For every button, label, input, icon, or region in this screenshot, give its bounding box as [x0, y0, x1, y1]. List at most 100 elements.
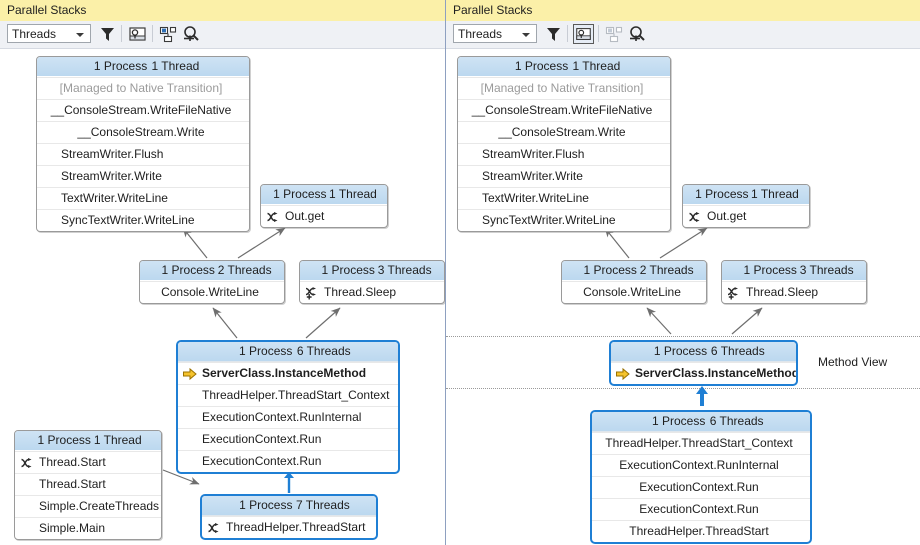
- stack-frame-row[interactable]: ThreadHelper.ThreadStart: [592, 520, 810, 542]
- process-count: 1 Process: [37, 433, 91, 447]
- stack-frame-row[interactable]: [Managed to Native Transition]: [458, 77, 670, 99]
- stack-frame-row[interactable]: Simple.CreateThreads: [15, 495, 161, 517]
- stack-frame-row[interactable]: ExecutionContext.Run: [178, 450, 398, 472]
- stack-frame-row[interactable]: StreamWriter.Write: [37, 165, 249, 187]
- stack-frame-label: [Managed to Native Transition]: [59, 81, 223, 95]
- auto-scroll-icon[interactable]: [181, 24, 202, 44]
- stack-frame-label: SyncTextWriter.WriteLine: [482, 213, 616, 227]
- stack-frame-row[interactable]: ServerClass.InstanceMethod: [178, 362, 398, 384]
- stack-frame-row[interactable]: Console.WriteLine: [140, 281, 284, 303]
- thread-count: 1 Thread: [151, 59, 200, 73]
- stack-frame-label: Out.get: [707, 209, 747, 223]
- thread-count: 1 Thread: [572, 59, 621, 73]
- stack-frame-label: StreamWriter.Flush: [482, 147, 585, 161]
- view-mode-combo[interactable]: Threads: [453, 24, 537, 43]
- stack-frame-label: __ConsoleStream.WriteFileNative: [471, 103, 653, 117]
- stack-frame-row[interactable]: StreamWriter.Flush: [458, 143, 670, 165]
- stack-frame-row[interactable]: TextWriter.WriteLine: [37, 187, 249, 209]
- stack-frame-row[interactable]: __ConsoleStream.WriteFileNative: [458, 99, 670, 121]
- stack-frame-label: StreamWriter.Write: [482, 169, 583, 183]
- toggle-method-view-icon[interactable]: [158, 24, 179, 44]
- stack-frame-label: ThreadHelper.ThreadStart_Context: [202, 388, 390, 402]
- stack-frame-row[interactable]: [Managed to Native Transition]: [37, 77, 249, 99]
- filter-icon[interactable]: [543, 24, 564, 44]
- stack-frame-label: ThreadHelper.ThreadStart: [629, 524, 769, 538]
- stack-frame-row[interactable]: Out.get: [261, 205, 387, 227]
- stack-frame-row[interactable]: ServerClass.InstanceMethod: [611, 362, 796, 384]
- stack-frame-row[interactable]: __ConsoleStream.Write: [37, 121, 249, 143]
- toggle-method-view-icon[interactable]: [604, 24, 625, 44]
- thread-count: 1 Thread: [751, 187, 799, 201]
- stack-frame-row[interactable]: ExecutionContext.Run: [592, 498, 810, 520]
- stack-frame-row[interactable]: Console.WriteLine: [562, 281, 706, 303]
- thread-count: 7 Threads: [295, 498, 350, 512]
- stack-frame-row[interactable]: SyncTextWriter.WriteLine: [458, 209, 670, 231]
- thread-count: 3 Threads: [377, 263, 432, 277]
- stack-frame-row[interactable]: Simple.Main: [15, 517, 161, 539]
- thread-count: 1 Thread: [93, 433, 142, 447]
- thread-count: 2 Threads: [217, 263, 272, 277]
- method-view-label: Method View: [818, 355, 888, 369]
- threads-icon: [265, 209, 281, 225]
- process-count: 1 Process: [239, 498, 293, 512]
- stack-frame-row[interactable]: __ConsoleStream.Write: [458, 121, 670, 143]
- toolbar-separator-1: [121, 25, 122, 42]
- stack-frame-row[interactable]: StreamWriter.Write: [458, 165, 670, 187]
- toolbar-separator-2: [152, 25, 153, 42]
- threads-plus-icon: [726, 285, 742, 301]
- thread-count: 6 Threads: [296, 344, 351, 358]
- stack-frame-row[interactable]: Thread.Start: [15, 451, 161, 473]
- thread-count: 1 Thread: [329, 187, 377, 201]
- stack-frame-row[interactable]: ThreadHelper.ThreadStart_Context: [178, 384, 398, 406]
- stack-frame-label: Out.get: [285, 209, 325, 223]
- stack-frame-row[interactable]: ThreadHelper.ThreadStart: [202, 516, 376, 538]
- show-only-flagged-icon[interactable]: [127, 24, 148, 44]
- stack-frame-label: Simple.Main: [39, 521, 106, 535]
- auto-scroll-icon[interactable]: [627, 24, 648, 44]
- stack-frame-row[interactable]: StreamWriter.Flush: [37, 143, 249, 165]
- view-mode-combo-value: Threads: [458, 27, 503, 41]
- stack-frame-row[interactable]: Thread.Sleep: [722, 281, 866, 303]
- stack-frame-row[interactable]: __ConsoleStream.WriteFileNative: [37, 99, 249, 121]
- stack-frame-label: __ConsoleStream.Write: [77, 125, 205, 139]
- stack-frame-row[interactable]: Thread.Start: [15, 473, 161, 495]
- stack-frame-label: __ConsoleStream.Write: [498, 125, 626, 139]
- stack-frame-row[interactable]: Thread.Sleep: [300, 281, 444, 303]
- stack-frame-row[interactable]: TextWriter.WriteLine: [458, 187, 670, 209]
- threads-icon: [19, 455, 35, 471]
- show-only-flagged-icon[interactable]: [573, 24, 594, 44]
- stack-frame-label: TextWriter.WriteLine: [61, 191, 168, 205]
- panel-divider: [445, 0, 446, 545]
- stack-frame-row[interactable]: ExecutionContext.Run: [178, 428, 398, 450]
- stack-frame-label: ThreadHelper.ThreadStart: [226, 520, 366, 534]
- process-count: 1 Process: [653, 344, 708, 358]
- stack-frame-row[interactable]: ExecutionContext.Run: [592, 476, 810, 498]
- stack-frame-row[interactable]: Out.get: [683, 205, 809, 227]
- stack-frame-row[interactable]: SyncTextWriter.WriteLine: [37, 209, 249, 231]
- view-mode-combo[interactable]: Threads: [7, 24, 91, 43]
- filter-icon[interactable]: [97, 24, 118, 44]
- thread-count: 3 Threads: [799, 263, 854, 277]
- stack-frame-row[interactable]: ExecutionContext.RunInternal: [178, 406, 398, 428]
- stack-frame-row[interactable]: ThreadHelper.ThreadStart_Context: [592, 432, 810, 454]
- process-count: 1 Process: [514, 59, 569, 73]
- stack-frame-row[interactable]: ExecutionContext.RunInternal: [592, 454, 810, 476]
